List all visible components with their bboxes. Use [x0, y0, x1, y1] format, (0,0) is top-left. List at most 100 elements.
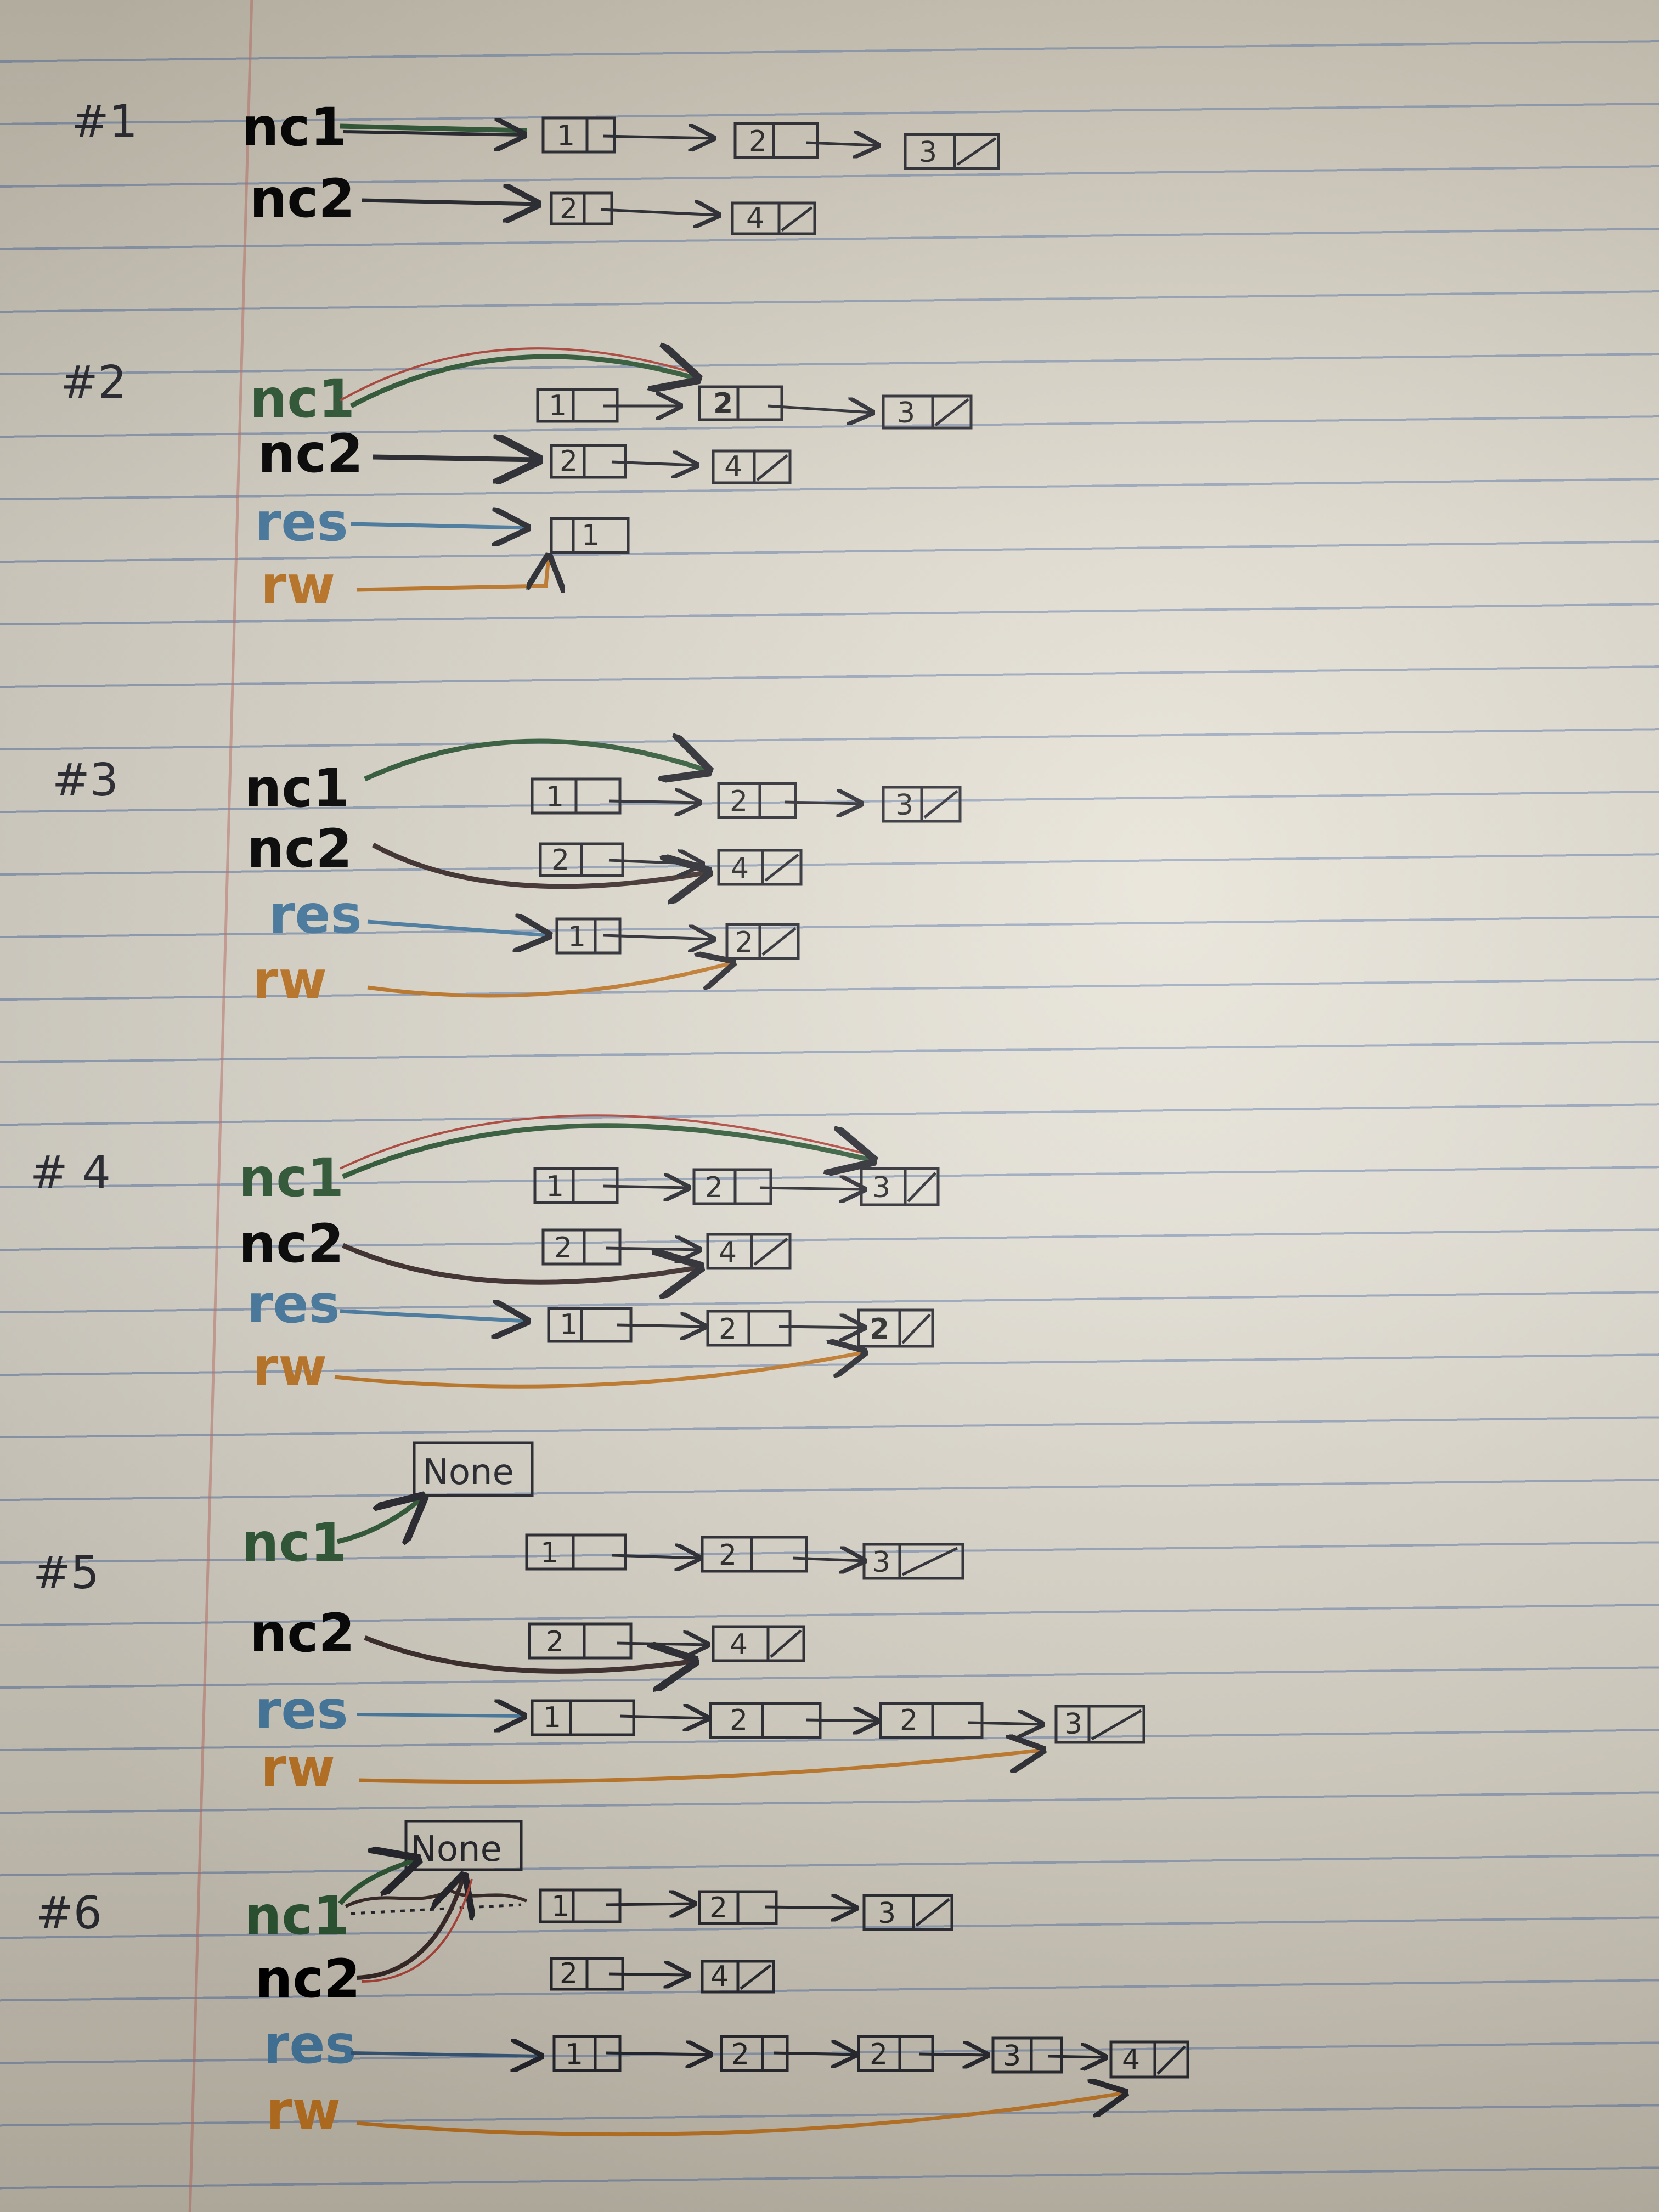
next-arrow — [968, 1723, 1042, 1724]
svg-text:2: 2 — [719, 1539, 737, 1572]
svg-text:1: 1 — [565, 2038, 583, 2071]
next-arrow — [773, 2053, 856, 2055]
pointer-arrow-nc1 — [338, 1860, 417, 1905]
linked-list-node: 1 — [531, 777, 622, 815]
linked-list-node: 2 — [733, 122, 819, 159]
var-label-rw: rw — [252, 950, 327, 1011]
linked-list-node: 1 — [531, 1699, 635, 1736]
next-arrow — [806, 1720, 878, 1721]
svg-text:2: 2 — [546, 1626, 564, 1658]
var-label-nc1: nc1 — [241, 1512, 347, 1573]
linked-list-node: 2 — [706, 1310, 792, 1347]
step-6: #6 None nc1 1 2 — [36, 1820, 1189, 2141]
svg-text:1: 1 — [560, 1308, 578, 1341]
linked-list-node: 2 — [541, 1228, 622, 1266]
linked-list-node: 2 — [709, 1702, 822, 1739]
linked-list-node: 3 — [1054, 1705, 1146, 1744]
svg-text:2: 2 — [870, 2038, 888, 2071]
step-5: #5 None nc1 1 2 3 — [33, 1441, 1146, 1798]
pointer-arrow-rw — [359, 1750, 1042, 1784]
var-label-rw: rw — [252, 1336, 327, 1398]
linked-list-node: 3 — [862, 1894, 953, 1931]
pointer-arrow-res — [356, 1714, 524, 1716]
pointer-arrow-res — [367, 922, 549, 935]
svg-text:1: 1 — [543, 1701, 561, 1734]
step-label: #6 — [36, 1887, 102, 1939]
svg-text:2: 2 — [705, 1171, 723, 1204]
var-label-nc1: nc1 — [244, 1885, 349, 1946]
svg-text:3: 3 — [895, 789, 913, 822]
linked-list-node: 2 — [528, 1622, 633, 1660]
svg-text:2: 2 — [560, 193, 578, 225]
linked-list-node: 4 — [717, 849, 803, 886]
linked-list-node: 4 — [731, 201, 816, 235]
linked-list-node: 4 — [712, 449, 792, 484]
svg-text:1: 1 — [546, 1170, 564, 1203]
next-arrow — [778, 1327, 864, 1328]
svg-text:2: 2 — [730, 1704, 748, 1737]
svg-text:None: None — [410, 1829, 502, 1870]
next-arrow — [617, 1643, 708, 1645]
pointer-arrow-rw — [367, 963, 732, 998]
next-arrow — [1047, 2056, 1105, 2057]
svg-text:1: 1 — [557, 120, 575, 153]
svg-text:2: 2 — [730, 785, 748, 818]
next-arrow — [603, 136, 713, 138]
svg-text:2: 2 — [719, 1313, 737, 1346]
pointer-arrow-nc2 — [373, 457, 538, 460]
linked-list-node: 3 — [882, 786, 962, 823]
linked-list-node: 3 — [991, 2036, 1063, 2074]
var-label-nc2: nc2 — [247, 818, 352, 879]
svg-text:2: 2 — [560, 1957, 578, 1990]
svg-text:4: 4 — [731, 852, 749, 885]
svg-text:1: 1 — [546, 781, 564, 814]
svg-text:1: 1 — [540, 1537, 558, 1570]
var-label-res: res — [247, 1273, 340, 1335]
next-arrow — [617, 1325, 705, 1327]
next-arrow — [606, 1904, 694, 1905]
linked-list-node: 2 — [698, 1890, 778, 1925]
linked-list-node: 4 — [712, 1625, 805, 1662]
pointer-arrow-nc1 — [340, 123, 527, 133]
svg-text:4: 4 — [719, 1236, 737, 1269]
next-arrow — [603, 935, 713, 939]
pointer-arrow-nc1 — [364, 741, 708, 779]
step-1: #1 nc1 1 2 3 nc2 — [71, 96, 1000, 235]
linked-list-node: 4 — [701, 1960, 775, 1994]
var-label-res: res — [255, 1679, 348, 1741]
pointer-arrow-nc1 — [336, 1498, 422, 1542]
next-arrow — [608, 1974, 689, 1975]
next-arrow — [759, 1188, 864, 1189]
none-box: None — [413, 1441, 534, 1497]
svg-text:3: 3 — [1003, 2040, 1021, 2073]
svg-text:4: 4 — [724, 450, 742, 483]
next-arrow — [603, 1186, 689, 1188]
svg-text:1: 1 — [551, 1890, 569, 1923]
linked-list-node: 4 — [1109, 2040, 1189, 2079]
svg-text:2: 2 — [731, 2038, 749, 2071]
next-arrow — [606, 1248, 699, 1250]
svg-text:2: 2 — [551, 844, 569, 877]
svg-text:4: 4 — [730, 1628, 748, 1661]
pointer-arrow-res — [351, 524, 527, 528]
svg-text:3: 3 — [919, 136, 937, 169]
step-4: # 4 nc1 1 2 3 nc2 — [30, 1114, 940, 1398]
svg-text:1: 1 — [568, 921, 586, 953]
next-arrow — [765, 1907, 856, 1908]
pointer-arrow-nc2 — [356, 1876, 464, 1980]
pointer-arrow-nc2 — [342, 1243, 699, 1282]
svg-text:3: 3 — [872, 1171, 890, 1204]
svg-text:3: 3 — [872, 1546, 890, 1579]
linked-list-node: 2 — [701, 1536, 808, 1573]
var-label-rw: rw — [261, 1737, 335, 1798]
linked-list-node: 1 — [550, 517, 630, 554]
step-label: #5 — [33, 1547, 99, 1599]
linked-list-node: 1 — [536, 388, 619, 423]
svg-text:2: 2 — [713, 387, 733, 420]
linked-list-node: 2 — [692, 1168, 772, 1205]
none-box: None — [404, 1820, 523, 1871]
linked-list-node: 2 — [879, 1702, 984, 1739]
var-label-nc1: nc1 — [241, 97, 347, 158]
